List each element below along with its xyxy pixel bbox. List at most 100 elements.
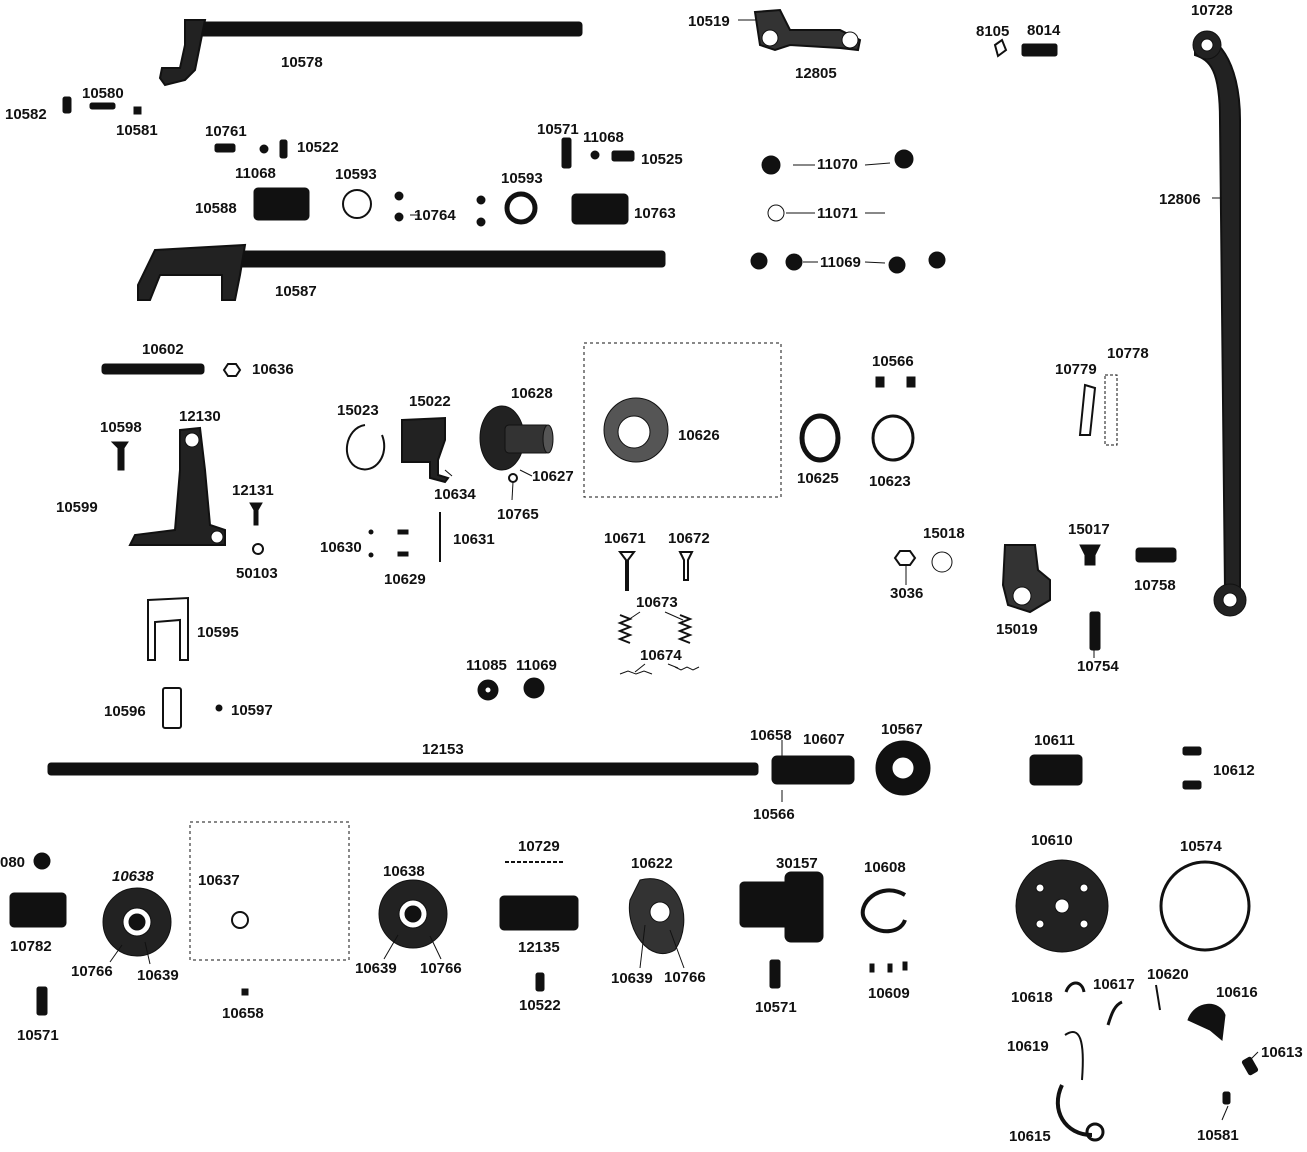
part-11069-e bbox=[523, 677, 545, 699]
label-10522: 10522 bbox=[297, 139, 339, 156]
part-3036 bbox=[893, 550, 917, 566]
part-11070-b bbox=[894, 149, 914, 169]
label-15023: 15023 bbox=[337, 402, 379, 419]
label-10658-a: 10658 bbox=[750, 727, 792, 744]
part-10581 bbox=[133, 106, 142, 115]
part-10764-c bbox=[476, 195, 486, 205]
label-10574: 10574 bbox=[1180, 838, 1222, 855]
label-10610: 10610 bbox=[1031, 832, 1073, 849]
label-10620: 10620 bbox=[1147, 966, 1189, 983]
part-10612-a bbox=[1182, 746, 1202, 756]
part-10522-dot bbox=[259, 144, 269, 154]
part-11070-a bbox=[761, 155, 781, 175]
label-10778: 10778 bbox=[1107, 345, 1149, 362]
label-10615: 10615 bbox=[1009, 1128, 1051, 1145]
label-11071: 11071 bbox=[817, 205, 858, 222]
part-12131 bbox=[249, 502, 263, 526]
part-12135 bbox=[499, 895, 579, 931]
part-10578 bbox=[158, 19, 583, 87]
label-10595: 10595 bbox=[197, 624, 239, 641]
part-11069-a bbox=[750, 252, 768, 270]
label-10673: 10673 bbox=[636, 594, 678, 611]
label-10779: 10779 bbox=[1055, 361, 1097, 378]
label-10638-a: 10638 bbox=[112, 868, 154, 885]
label-10766-c: 10766 bbox=[664, 969, 706, 986]
part-11069-c bbox=[888, 256, 906, 274]
part-10623 bbox=[871, 414, 915, 462]
part-10630-a bbox=[368, 529, 374, 535]
label-15022: 15022 bbox=[409, 393, 451, 410]
label-10636: 10636 bbox=[252, 361, 294, 378]
part-10630-b bbox=[368, 552, 374, 558]
label-11085: 11085 bbox=[466, 657, 507, 674]
label-10619: 10619 bbox=[1007, 1038, 1049, 1055]
part-10580 bbox=[89, 102, 116, 110]
part-10618 bbox=[1064, 981, 1086, 993]
label-10571-a: 10571 bbox=[537, 121, 579, 138]
label-11069-a: 11069 bbox=[820, 254, 861, 271]
part-10758 bbox=[1135, 547, 1177, 563]
part-10598 bbox=[110, 441, 129, 471]
part-10525 bbox=[611, 150, 635, 162]
label-10629: 10629 bbox=[384, 571, 426, 588]
part-10609-c bbox=[902, 961, 908, 971]
label-10598: 10598 bbox=[100, 419, 142, 436]
part-10754 bbox=[1089, 611, 1101, 651]
label-10522-b: 10522 bbox=[519, 997, 561, 1014]
label-12806: 12806 bbox=[1159, 191, 1201, 208]
part-10622 bbox=[628, 878, 685, 955]
part-10626-box bbox=[583, 342, 782, 498]
label-10625: 10625 bbox=[797, 470, 839, 487]
label-10587: 10587 bbox=[275, 283, 317, 300]
part-080 bbox=[33, 852, 51, 870]
part-15019 bbox=[1001, 544, 1051, 614]
part-10587 bbox=[137, 243, 666, 301]
label-10616: 10616 bbox=[1216, 984, 1258, 1001]
label-10782: 10782 bbox=[10, 938, 52, 955]
label-10761: 10761 bbox=[205, 123, 247, 140]
label-12131: 12131 bbox=[232, 482, 274, 499]
label-10618: 10618 bbox=[1011, 989, 1053, 1006]
label-10674: 10674 bbox=[640, 647, 682, 664]
part-15022 bbox=[401, 416, 450, 484]
part-10581-b bbox=[1222, 1091, 1231, 1105]
label-10611: 10611 bbox=[1034, 732, 1075, 749]
part-10607 bbox=[771, 755, 855, 785]
part-8014 bbox=[1021, 43, 1058, 57]
label-10634: 10634 bbox=[434, 486, 476, 503]
part-10628 bbox=[479, 405, 554, 471]
label-10609: 10609 bbox=[868, 985, 910, 1002]
label-10525: 10525 bbox=[641, 151, 683, 168]
part-10571-c bbox=[36, 986, 48, 1016]
part-10574 bbox=[1159, 860, 1251, 952]
label-080: 080 bbox=[0, 854, 26, 871]
label-15017: 15017 bbox=[1068, 521, 1110, 538]
part-10764-a bbox=[394, 191, 404, 201]
part-10611 bbox=[1029, 754, 1083, 786]
label-10519: 10519 bbox=[688, 13, 730, 30]
part-8105 bbox=[993, 38, 1008, 58]
label-10765: 10765 bbox=[497, 506, 539, 523]
label-10671: 10671 bbox=[604, 530, 646, 547]
label-10597: 10597 bbox=[231, 702, 273, 719]
part-10571-b bbox=[769, 959, 781, 989]
label-10599: 10599 bbox=[56, 499, 98, 516]
part-10674-b bbox=[674, 666, 700, 671]
part-15017 bbox=[1079, 544, 1101, 566]
part-12806 bbox=[1192, 30, 1247, 617]
label-10593-b: 10593 bbox=[501, 170, 543, 187]
leader-lines bbox=[109, 19, 1259, 1121]
label-10623: 10623 bbox=[869, 473, 911, 490]
label-10627: 10627 bbox=[532, 468, 574, 485]
label-10639-c: 10639 bbox=[611, 970, 653, 987]
label-11068: 11068 bbox=[235, 165, 276, 182]
label-10567: 10567 bbox=[881, 721, 923, 738]
label-10639-b: 10639 bbox=[355, 960, 397, 977]
label-10763: 10763 bbox=[634, 205, 676, 222]
label-10580: 10580 bbox=[82, 85, 124, 102]
part-11068-dot bbox=[590, 150, 600, 160]
part-10612-b bbox=[1182, 780, 1202, 790]
part-10593-ring-b bbox=[504, 191, 538, 225]
label-10754: 10754 bbox=[1077, 658, 1119, 675]
part-10567-hole bbox=[891, 756, 915, 780]
